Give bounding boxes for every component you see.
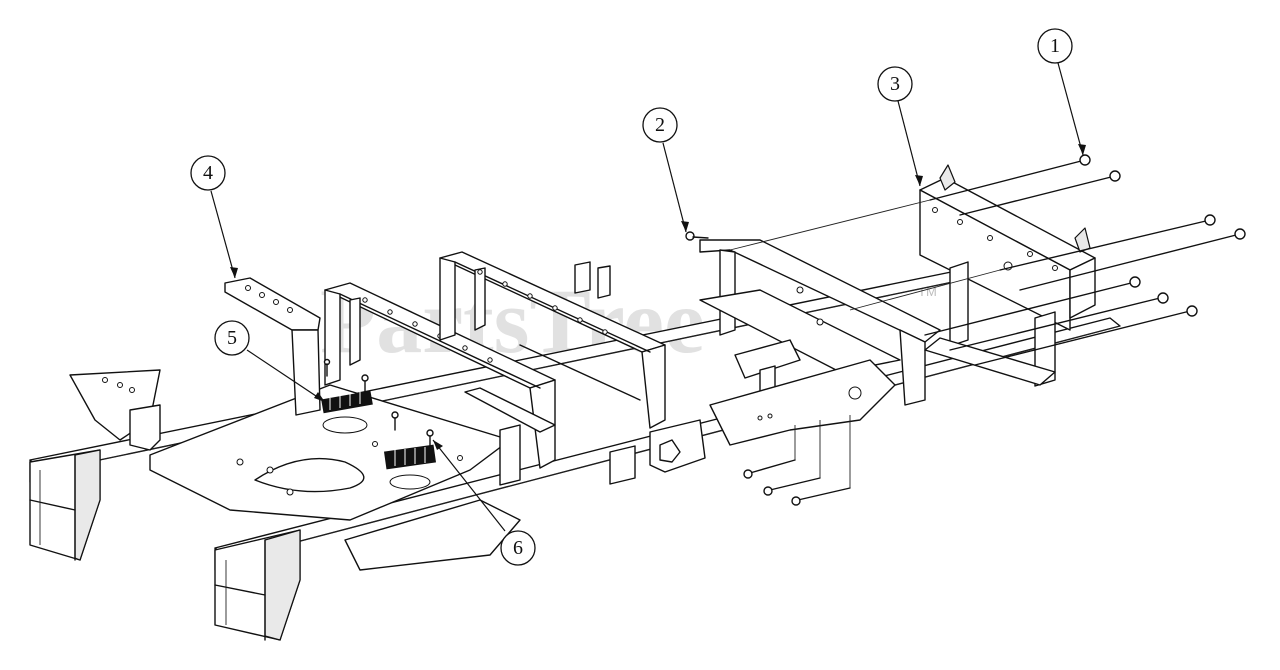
spring-lower [383, 444, 437, 470]
callout-4-number: 4 [203, 162, 213, 184]
carriage-bolt [685, 231, 709, 241]
callout-1-number: 1 [1050, 35, 1060, 57]
callout-6-number: 6 [513, 537, 523, 559]
linkage-bolts [743, 415, 851, 506]
cross-member-center [439, 251, 666, 429]
front-plate-bolts [729, 154, 1246, 366]
callout-4[interactable]: 4 [190, 155, 226, 191]
callout-2-number: 2 [655, 114, 665, 136]
front-plate [919, 164, 1096, 387]
callout-3-number: 3 [890, 73, 900, 95]
springs [321, 358, 437, 470]
right-rear-leg [214, 529, 301, 641]
callout-leaders [210, 62, 1086, 532]
callout-6[interactable]: 6 [500, 530, 536, 566]
linkage-plate [344, 359, 896, 571]
callout-5[interactable]: 5 [214, 320, 250, 356]
callout-2[interactable]: 2 [642, 107, 678, 143]
callout-1[interactable]: 1 [1037, 28, 1073, 64]
front-carriage [574, 239, 941, 485]
callout-3[interactable]: 3 [877, 66, 913, 102]
callout-5-number: 5 [227, 327, 237, 349]
left-rear-leg [29, 369, 161, 561]
